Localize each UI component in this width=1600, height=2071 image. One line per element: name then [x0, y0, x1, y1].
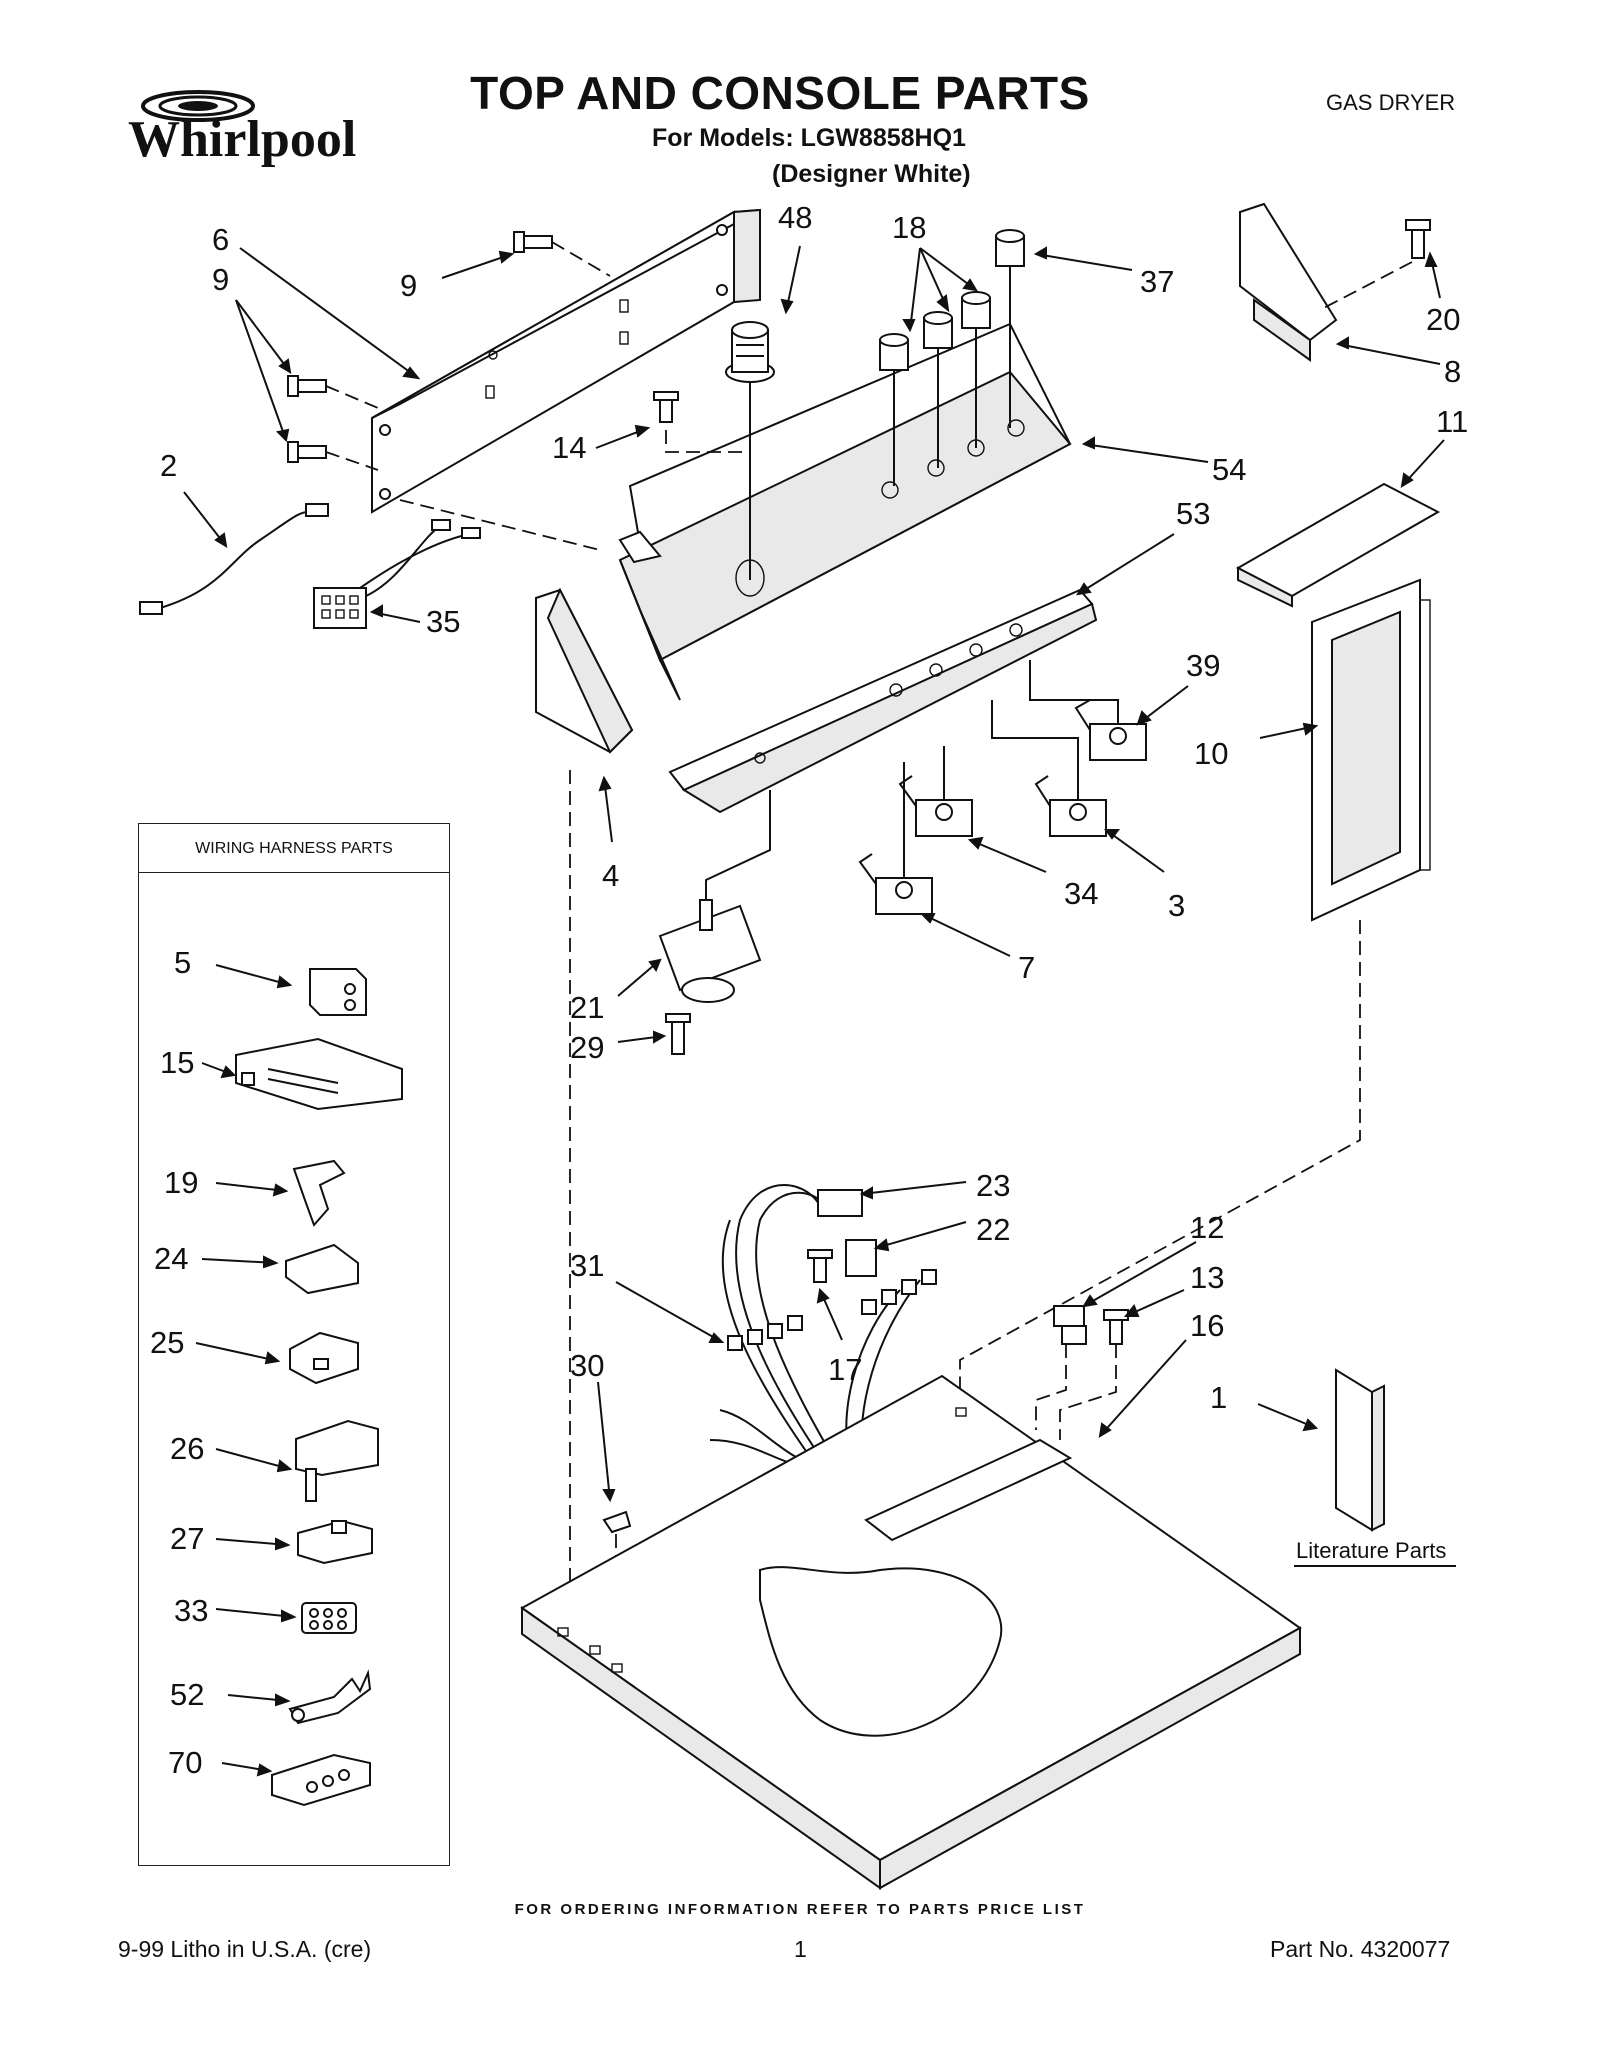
callout-23: 23 [976, 1168, 1010, 1203]
callout-21: 21 [570, 990, 604, 1025]
callout-48: 48 [778, 200, 812, 235]
callout-34: 34 [1064, 876, 1098, 911]
callout-22: 22 [976, 1212, 1010, 1247]
callout-9: 9 [212, 262, 229, 297]
wiring-harness-parts-box [138, 823, 450, 1866]
switch-parts [858, 699, 1147, 915]
literature-part-1 [1335, 1368, 1385, 1532]
screw-part-14 [653, 391, 679, 423]
callout-11: 11 [1436, 404, 1468, 439]
callout-10: 10 [1194, 736, 1228, 771]
callout-1: 1 [1210, 1380, 1227, 1415]
harness-parts-list: 5 15 19 24 25 26 27 33 52 70 [150, 945, 403, 1807]
bracket-part-8 [1239, 202, 1338, 362]
callout-13: 13 [1190, 1260, 1224, 1295]
screw-part-17 [807, 1249, 833, 1283]
air-duct-part-10 [1311, 578, 1431, 922]
wiring-harness-title: WIRING HARNESS PARTS [139, 824, 449, 873]
callout-7: 7 [1018, 950, 1035, 985]
harness-item-19: 19 [164, 1165, 198, 1200]
models-line: For Models: LGW8858HQ1 [652, 124, 966, 152]
air-duct-cover-part-11 [1235, 482, 1441, 608]
screw-part-29 [665, 1013, 691, 1055]
callout-4: 4 [602, 858, 619, 893]
harness-item-26: 26 [170, 1431, 204, 1466]
litho-note: 9-99 Litho in U.S.A. (cre) [118, 1936, 372, 1962]
callout-30: 30 [570, 1348, 604, 1383]
logo-wordmark: Whirlpool [128, 111, 356, 168]
page-title: TOP AND CONSOLE PARTS [470, 67, 1090, 119]
console-bracket-part [371, 208, 761, 514]
screw-part-13 [1103, 1309, 1129, 1345]
main-harness-part [709, 1184, 937, 1501]
color-line: (Designer White) [772, 160, 971, 188]
callout-31: 31 [570, 1248, 604, 1283]
part-number: Part No. 4320077 [1270, 1936, 1451, 1962]
callout-29: 29 [570, 1030, 604, 1065]
harness-item-70: 70 [168, 1745, 202, 1780]
connector-part-35 [313, 519, 481, 629]
clip-part-30 [602, 1510, 632, 1534]
page-number: 1 [794, 1936, 807, 1962]
callout-14: 14 [552, 430, 586, 465]
callout-12: 12 [1190, 1210, 1224, 1245]
harness-item-52: 52 [170, 1677, 204, 1712]
ordering-note: FOR ORDERING INFORMATION REFER TO PARTS … [514, 1901, 1086, 1918]
screw-part-20 [1405, 219, 1431, 259]
harness-item-24: 24 [154, 1241, 188, 1276]
callout-53: 53 [1176, 496, 1210, 531]
callout-17: 17 [828, 1352, 862, 1387]
end-cap-part-4 [535, 587, 634, 754]
callout-8: 8 [1444, 354, 1461, 389]
callout-3: 3 [1168, 888, 1185, 923]
harness-item-15: 15 [160, 1045, 194, 1080]
knob-parts [879, 229, 1025, 371]
callout-2: 2 [160, 448, 177, 483]
harness-item-27: 27 [170, 1521, 204, 1556]
top-panel-part-16 [520, 1374, 1302, 1890]
screw-part-9 [287, 231, 553, 463]
callout-35: 35 [426, 604, 460, 639]
selector-part-48 [725, 321, 775, 383]
leader-lines [183, 245, 1445, 1503]
product-type: GAS DRYER [1326, 90, 1456, 115]
callout-labels: 6 9 9 48 18 37 20 8 11 2 14 54 53 35 39 … [160, 200, 1468, 1415]
callout-16: 16 [1190, 1308, 1224, 1343]
callout-18: 18 [892, 210, 926, 245]
wire-part-2 [139, 503, 329, 615]
harness-item-25: 25 [150, 1325, 184, 1360]
literature-parts-label: Literature Parts [1296, 1538, 1446, 1563]
harness-item-33: 33 [174, 1593, 208, 1628]
callout-37: 37 [1140, 264, 1174, 299]
console-panel-part [618, 322, 1072, 701]
timer-part-21 [658, 899, 762, 1003]
callout-39: 39 [1186, 648, 1220, 683]
callout-54: 54 [1212, 452, 1246, 487]
bracket-rail-part [668, 588, 1098, 814]
whirlpool-logo: Whirlpool [128, 90, 356, 168]
callout-6: 6 [212, 222, 229, 257]
clip-part-12 [1053, 1305, 1087, 1345]
harness-item-5: 5 [174, 945, 191, 980]
callout-9b: 9 [400, 268, 417, 303]
callout-20: 20 [1426, 302, 1460, 337]
